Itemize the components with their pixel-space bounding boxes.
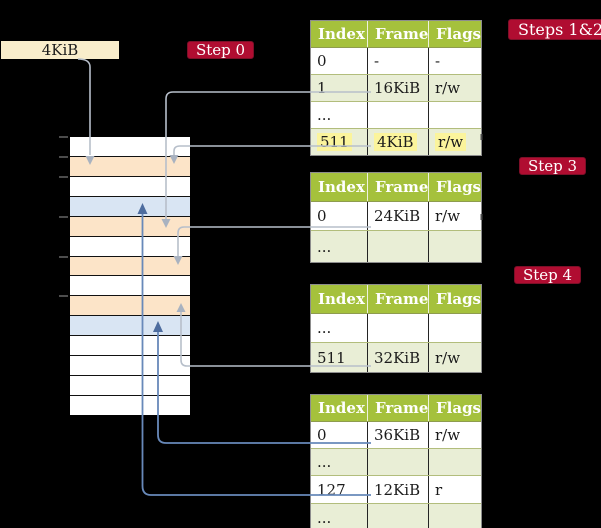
cell-flags [428,314,481,342]
cell-frame: 16KiB [367,75,428,101]
column-header: Index [318,25,365,43]
cell-frame: 32KiB [367,343,428,372]
memory-row [70,155,190,176]
table-row: ... [311,101,481,128]
step-label-0: Step 0 [187,41,255,59]
cell-frame [367,102,428,128]
cell-index: ... [317,319,332,337]
step-label-4: Step 4 [514,266,582,284]
table-row: ... [311,314,481,342]
cell-frame [367,231,428,262]
table-row-highlighted: 511 4KiB r/w [311,128,481,155]
cell-flags: r/w [428,75,481,101]
memory-row [70,137,190,156]
table-header-row: Index Frame Flags [311,21,481,48]
table-header-row: Index Frame Flags [311,173,481,202]
step-label-1-2: Steps 1&2 [508,19,601,40]
cell-index: 511 [317,348,346,367]
memory-row [70,195,190,216]
cell-index: ... [317,106,332,124]
step-label-3: Step 3 [519,157,587,175]
column-header: Frame [367,21,428,47]
memory-row [70,355,190,376]
column-header: Flags [428,285,481,313]
memory-row [70,295,190,316]
cell-index: 0 [317,52,327,70]
frame-4kib-box: 4KiB [1,41,119,59]
table-row: ... [311,448,481,475]
column-header: Flags [428,173,481,201]
memory-row [70,375,190,395]
table-row: 511 32KiB r/w [311,342,481,372]
memory-row [70,255,190,276]
column-header: Frame [367,395,428,421]
cell-frame: 24KiB [367,202,428,230]
cell-index: 0 [317,426,327,444]
memory-row [70,215,190,236]
memory-row [70,175,190,196]
cell-flags: r/w [428,202,481,230]
cell-frame: 12KiB [367,476,428,503]
column-header: Index [318,290,365,308]
column-header: Index [318,178,365,196]
cell-index: ... [317,453,332,471]
memory-row [70,235,190,256]
table-header-row: Index Frame Flags [311,395,481,422]
cell-flags [428,231,481,262]
cell-frame [367,449,428,475]
column-header: Flags [428,21,481,47]
table-row: 0 36KiB r/w [311,422,481,448]
column-header: Flags [428,395,481,421]
column-header: Frame [367,285,428,313]
page-table-step-3: Index Frame Flags 0 24KiB r/w ... [310,172,482,263]
table-row: ... [311,230,481,262]
cell-flags [428,102,481,128]
column-header: Index [318,399,365,417]
cell-index: 127 [317,480,346,499]
cell-frame: 36KiB [367,422,428,448]
cell-index: 511 [311,129,367,155]
table-row: 0 24KiB r/w [311,202,481,230]
cell-index: ... [317,509,332,527]
cell-flags [428,504,481,528]
cell-flags: r/w [428,422,481,448]
cell-frame: - [367,48,428,74]
stack-tick-marks [59,136,68,297]
cell-index: 0 [317,207,327,225]
cell-index: ... [317,237,332,256]
cell-index: 1 [317,79,327,97]
physical-memory-stack [70,137,190,415]
cell-flags: r/w [428,343,481,372]
cell-flags: r/w [428,129,481,155]
memory-row [70,275,190,296]
table-row: 1 16KiB r/w [311,74,481,101]
column-header: Frame [367,173,428,201]
cell-flags [428,449,481,475]
table-row: ... [311,503,481,528]
table-row: 0 - - [311,48,481,74]
table-header-row: Index Frame Flags [311,285,481,314]
cell-flags: r [428,476,481,503]
cell-flags: - [428,48,481,74]
page-table-step-4: Index Frame Flags ... 511 32KiB r/w [310,284,482,373]
page-table-final-level: Index Frame Flags 0 36KiB r/w ... 127 12… [310,394,482,528]
memory-row [70,394,190,415]
cell-frame: 4KiB [367,129,428,155]
cell-frame [367,504,428,528]
table-row: 127 12KiB r [311,475,481,503]
page-table-steps-1-2: Index Frame Flags 0 - - 1 16KiB r/w ... … [310,20,482,156]
memory-row [70,315,190,336]
memory-row [70,335,190,356]
cell-frame [367,314,428,342]
